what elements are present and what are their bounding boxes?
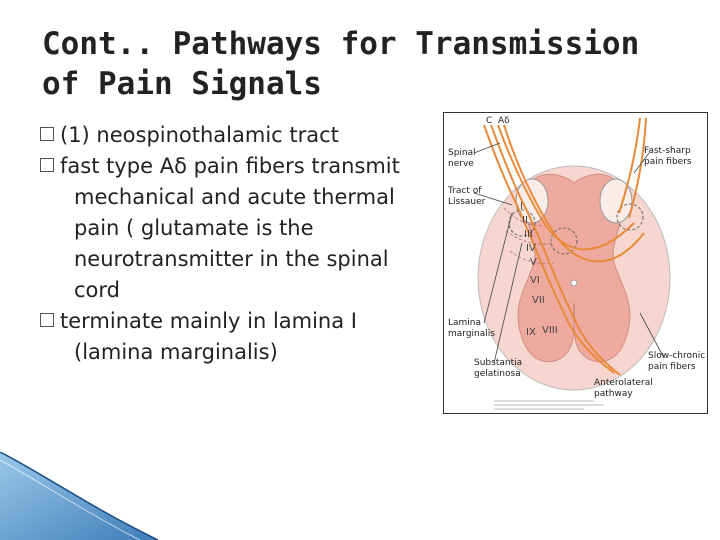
label-substantia-2: gelatinosa xyxy=(474,369,521,379)
lamina-label: VII xyxy=(532,295,545,306)
label-a-delta: Aδ xyxy=(498,116,510,126)
label-tract-2: Lissauer xyxy=(448,197,486,207)
lamina-numerals: I II III IV V VI VII VIII IX xyxy=(520,201,558,338)
bullet-item: terminate mainly in lamina I (lamina mar… xyxy=(40,306,440,368)
dorsal-horn-cap-right xyxy=(599,178,633,224)
title-line-1: Cont.. Pathways for Transmission xyxy=(42,26,640,62)
lamina-label: IX xyxy=(526,327,536,338)
corner-decoration xyxy=(0,452,159,540)
lamina-label: III xyxy=(524,229,533,240)
label-anterolateral-2: pathway xyxy=(594,389,633,399)
bullet-text: terminate mainly in lamina I (lamina mar… xyxy=(60,309,357,364)
label-anterolateral-1: Anterolateral xyxy=(594,378,653,388)
lamina-label: VIII xyxy=(542,325,558,336)
checkbox-bullet-icon xyxy=(40,127,54,141)
label-slow-1: Slow-chronic xyxy=(648,351,705,361)
lamina-label: V xyxy=(530,257,537,268)
label-spinal-nerve-2: nerve xyxy=(448,159,474,169)
label-tract-1: Tract of xyxy=(447,186,482,196)
label-c: C xyxy=(486,116,492,126)
bullet-text: fast type Aδ pain fibers transmit mechan… xyxy=(60,154,400,302)
label-lamina-2: marginalis xyxy=(448,329,495,339)
bullet-item: (1) neospinothalamic tract xyxy=(40,120,440,151)
bullet-text: (1) neospinothalamic tract xyxy=(60,123,339,147)
lamina-label: IV xyxy=(526,243,536,254)
bullet-item: fast type Aδ pain fibers transmit mechan… xyxy=(40,151,440,306)
label-pointers xyxy=(473,142,665,364)
dashed-circle xyxy=(616,203,644,231)
dashed-circle xyxy=(550,227,578,255)
lamina-label: I xyxy=(520,201,523,212)
checkbox-bullet-icon xyxy=(40,313,54,327)
lamina-label: II xyxy=(522,215,528,226)
spinal-cord-diagram: I II III IV V VI VII VIII IX C Aδ Spinal… xyxy=(447,116,705,410)
label-substantia-1: Substantia xyxy=(474,358,522,368)
pain-fibers xyxy=(483,117,647,376)
dashed-circle xyxy=(508,209,536,237)
lamina-boundaries xyxy=(503,207,555,265)
label-fast-2: pain fibers xyxy=(644,157,692,167)
central-canal xyxy=(570,279,578,287)
slide-title: Cont.. Pathways for Transmission of Pain… xyxy=(42,24,682,104)
label-slow-2: pain fibers xyxy=(648,362,696,372)
bullet-list: (1) neospinothalamic tract fast type Aδ … xyxy=(40,120,440,368)
copyright-fineprint xyxy=(494,400,604,410)
lamina-label: VI xyxy=(530,275,540,286)
label-fast-1: Fast-sharp xyxy=(644,146,691,156)
figure-labels: C Aδ Spinal nerve Tract of Lissauer Fast… xyxy=(447,116,705,399)
checkbox-bullet-icon xyxy=(40,158,54,172)
label-spinal-nerve-1: Spinal xyxy=(448,148,476,158)
title-line-2: of Pain Signals xyxy=(42,66,322,102)
label-lamina-1: Lamina xyxy=(448,318,481,328)
spinal-cord-figure: I II III IV V VI VII VIII IX C Aδ Spinal… xyxy=(443,112,708,414)
